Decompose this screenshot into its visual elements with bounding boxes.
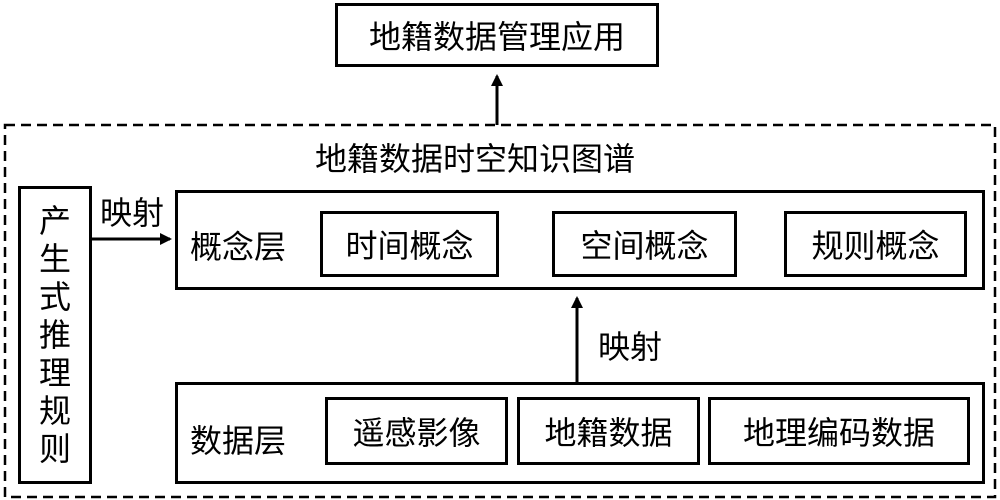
data-item-geocoding: 地理编码数据 (708, 397, 970, 465)
kg-title: 地籍数据时空知识图谱 (315, 140, 636, 178)
concept-item-rule: 规则概念 (784, 211, 967, 277)
data-item-cadastral: 地籍数据 (517, 397, 700, 465)
production-rules-box: 产 生 式 推 理 规 则 (18, 186, 92, 484)
mapping-label-left: 映射 (100, 194, 165, 232)
concept-item-time: 时间概念 (320, 211, 499, 277)
concept-layer-label: 概念层 (190, 228, 287, 266)
knowledge-graph-frame (3, 123, 997, 499)
data-layer-label: 数据层 (190, 422, 287, 460)
mapping-label-bottom: 映射 (598, 328, 663, 366)
data-item-remote-sensing: 遥感影像 (325, 397, 508, 465)
app-title: 地籍数据管理应用 (368, 18, 625, 56)
production-rules-label: 产 生 式 推 理 规 则 (38, 202, 71, 468)
concept-item-space: 空间概念 (552, 211, 737, 277)
app-box: 地籍数据管理应用 (335, 3, 659, 67)
